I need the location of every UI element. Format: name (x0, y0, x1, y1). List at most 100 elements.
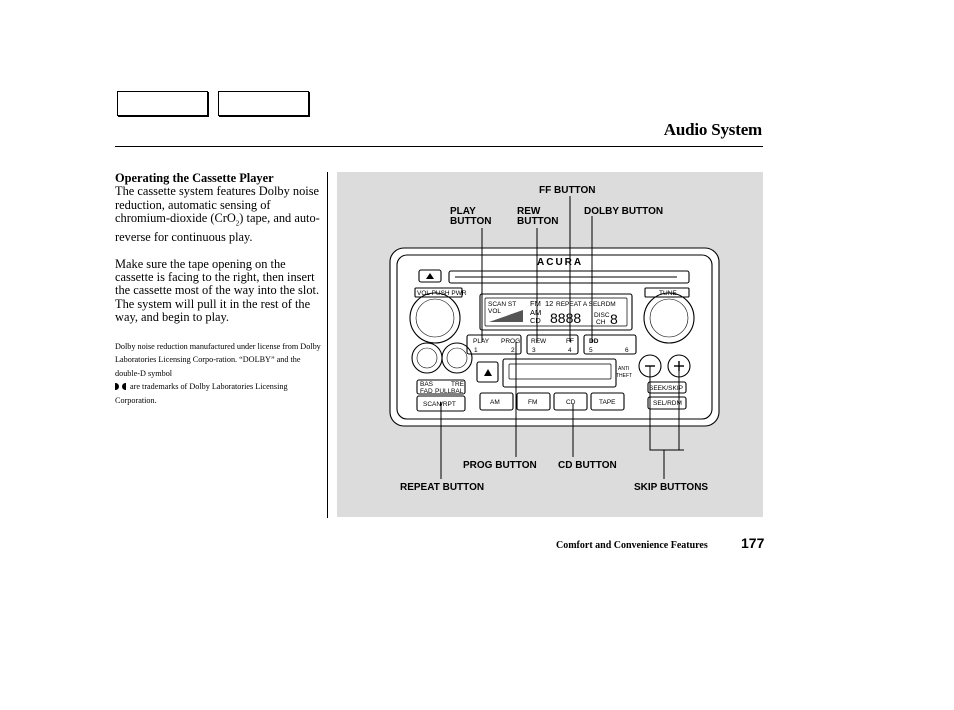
preset-6: 6 (625, 347, 629, 354)
section-heading: Operating the Cassette Player (115, 171, 274, 185)
fm-button-text: FM (528, 399, 537, 406)
preset-rew-ff[interactable] (526, 334, 579, 355)
audio-panel-diagram: ACURA VOL PUSH PWR TUNE SCAN ST VOL FM 1… (389, 185, 720, 493)
am-button[interactable] (479, 392, 514, 411)
subscript-2: 2 (235, 219, 240, 228)
preset-1: 1 (474, 347, 478, 354)
label-play-line1: PLAY (450, 206, 476, 217)
audio-panel-figure: ACURA VOL PUSH PWR TUNE SCAN ST VOL FM 1… (337, 172, 763, 517)
column-divider (327, 172, 328, 518)
paragraph-features-b: ) tape, and auto-reverse for continuous … (115, 211, 320, 245)
cassette-slot (508, 363, 612, 380)
paragraph-features: The cassette system features Dolby noise… (115, 185, 325, 244)
bas-tre-label-box (416, 379, 466, 395)
bas-text: BAS (420, 381, 434, 388)
cd-button-text: CD (566, 399, 576, 406)
label-rew-line1: REW (517, 206, 541, 217)
leader-skip-bracket (649, 366, 684, 451)
paragraph-features-a: The cassette system features Dolby noise… (115, 184, 320, 226)
sel-rdm-button[interactable] (647, 396, 687, 410)
preset-dolby-6[interactable] (583, 334, 637, 355)
page-number: 177 (741, 535, 765, 551)
twelve-text: 12 (545, 299, 553, 308)
preset-2: 2 (511, 347, 515, 354)
nav-tab-2[interactable] (218, 91, 309, 116)
paragraph-insert: Make sure the tape opening on the casset… (115, 256, 320, 325)
preset-5: 5 (589, 347, 593, 354)
tune-label-box (644, 287, 690, 298)
text-column: Operating the Cassette Player The casset… (115, 171, 325, 408)
label-cd-button: CD BUTTON (558, 460, 617, 471)
footer-section: Comfort and Convenience Features (556, 540, 708, 551)
tape-button[interactable] (590, 392, 625, 411)
eject-button-top[interactable] (418, 269, 442, 283)
scan-st-text: SCAN ST (488, 301, 516, 308)
tape-button-text: TAPE (599, 399, 616, 406)
preset-dolby-text: DD (589, 338, 599, 345)
frequency-digits: 8888 (550, 310, 581, 326)
cassette-door (502, 358, 617, 388)
ch-text: CH (596, 319, 606, 326)
label-ff-button: FF BUTTON (539, 185, 595, 196)
tune-knob-inner (649, 298, 689, 338)
theft-text: THEFT (616, 373, 632, 379)
preset-play-text: PLAY (473, 338, 490, 345)
fm-button[interactable] (516, 392, 551, 411)
preset-3: 3 (532, 347, 536, 354)
fm-text: FM (530, 299, 541, 308)
dolby-note-line1: Dolby noise reduction manufactured under… (115, 341, 321, 378)
volume-knob-inner (415, 298, 455, 338)
seek-skip-text: SEEK/SKIP (649, 385, 683, 392)
bal-text: BAL (451, 388, 464, 395)
tune-text: TUNE (659, 290, 677, 297)
page-title: Audio System (663, 120, 762, 139)
eject-icon (426, 273, 434, 279)
faceplate-inner (396, 254, 713, 420)
bass-knob-inner (416, 347, 438, 369)
label-dolby-button: DOLBY BUTTON (584, 206, 663, 217)
fad-text: FAD (420, 388, 433, 395)
sel-rdm-text: SEL/RDM (653, 400, 682, 407)
pull-text: PULL (435, 388, 452, 395)
preset-rew-text: REW (531, 338, 547, 345)
dolby-note-line2-text: are trademarks of Dolby Laboratories Lic… (115, 382, 288, 405)
double-d-icon (115, 383, 126, 391)
brand-logo: ACURA (537, 257, 583, 268)
label-repeat-button: REPEAT BUTTON (400, 482, 484, 493)
seek-skip-label-box (647, 381, 687, 394)
label-rew-line2: BUTTON (517, 216, 558, 227)
cd-button[interactable] (553, 392, 588, 411)
vol-meter-icon (489, 310, 523, 322)
vol-push-pwr-label-box (414, 287, 463, 298)
treble-knob-inner (446, 347, 468, 369)
tre-text: TRE (451, 381, 465, 388)
vol-push-pwr-text: VOL PUSH PWR (417, 290, 467, 297)
eject-button-tape[interactable] (476, 361, 499, 383)
header-rule (115, 146, 763, 147)
label-prog-button: PROG BUTTON (463, 460, 537, 471)
label-play-line2: BUTTON (450, 216, 491, 227)
preset-play-prog[interactable] (466, 334, 522, 355)
anti-text: ANTI (618, 366, 629, 372)
scan-rpt-text: SCAN/RPT (423, 401, 456, 408)
disc-text: DISC (594, 312, 610, 319)
cd-slot (448, 270, 690, 284)
display-screen (484, 297, 628, 327)
display-bezel (479, 293, 633, 331)
preset-prog-text: PROG (501, 338, 520, 345)
repeat-sel-text: REPEAT A SELRDM (556, 301, 616, 308)
eject-tape-icon (484, 369, 492, 376)
dolby-note-line2: are trademarks of Dolby Laboratories Lic… (115, 380, 325, 407)
am-button-text: AM (490, 399, 500, 406)
radio-faceplate (389, 247, 720, 427)
label-skip-buttons: SKIP BUTTONS (634, 482, 708, 493)
dolby-note: Dolby noise reduction manufactured under… (115, 340, 325, 408)
am-text: AM (530, 308, 541, 317)
nav-tab-1[interactable] (117, 91, 208, 116)
disc-digit: 8 (610, 311, 618, 327)
treble-knob[interactable] (441, 342, 473, 374)
preset-4: 4 (568, 347, 572, 354)
tune-knob[interactable] (643, 292, 695, 344)
volume-knob[interactable] (409, 292, 461, 344)
cd-display-text: CD (530, 316, 541, 325)
